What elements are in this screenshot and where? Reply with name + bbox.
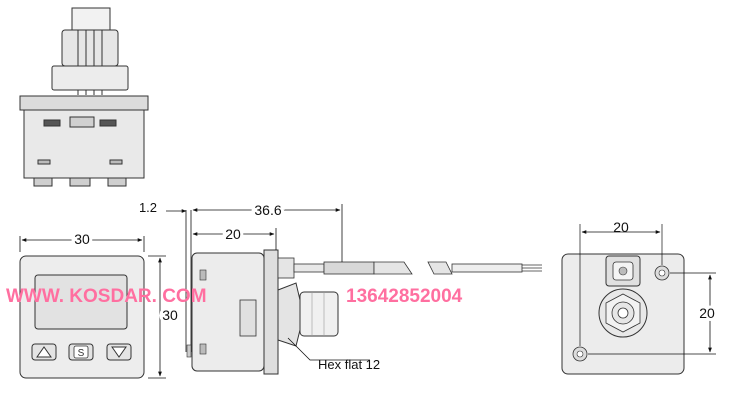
side-view: 1.2 36.6 20 Hex flat 12 bbox=[139, 199, 542, 375]
front-view-display bbox=[34, 274, 128, 330]
top-view-slot-center bbox=[69, 116, 95, 128]
side-total-label: 36.6 bbox=[254, 202, 281, 218]
side-view-cable bbox=[293, 261, 542, 275]
hex-flat-leader bbox=[287, 337, 370, 361]
top-view-slot-right bbox=[99, 119, 117, 127]
side-view-hex-fitting bbox=[277, 282, 301, 347]
triangle-up-icon bbox=[36, 346, 52, 358]
set-key: S bbox=[68, 343, 94, 361]
top-view bbox=[19, 7, 149, 187]
top-view-foot-1 bbox=[33, 177, 53, 187]
up-key bbox=[31, 343, 57, 361]
watermark-website: WWW. KOSDAR. COM bbox=[6, 286, 207, 307]
top-view-vent-left bbox=[37, 159, 51, 165]
front-width-label: 30 bbox=[74, 231, 90, 247]
top-view-foot-2 bbox=[69, 177, 91, 187]
front-view: S 30 30 bbox=[19, 228, 181, 379]
side-view-connector bbox=[277, 257, 295, 279]
top-view-vent-right bbox=[109, 159, 123, 165]
s-letter-icon: S bbox=[78, 348, 85, 359]
top-view-slot-left bbox=[43, 119, 61, 127]
top-view-flange bbox=[19, 95, 149, 111]
top-view-cable bbox=[51, 7, 129, 95]
watermark-phone: 13642852004 bbox=[346, 286, 463, 307]
side-offset-label: 1.2 bbox=[139, 200, 157, 215]
side-body-label: 20 bbox=[225, 226, 241, 242]
rear-width-label: 20 bbox=[613, 219, 629, 235]
side-view-plate bbox=[263, 249, 279, 375]
rear-height-label: 20 bbox=[699, 305, 715, 321]
hex-flat-label: Hex flat 12 bbox=[318, 357, 380, 372]
top-view-foot-3 bbox=[107, 177, 127, 187]
side-view-port bbox=[299, 291, 339, 337]
rear-view: 20 20 bbox=[561, 219, 718, 375]
triangle-down-icon bbox=[111, 346, 127, 358]
down-key bbox=[106, 343, 132, 361]
front-height-label: 30 bbox=[162, 307, 178, 323]
